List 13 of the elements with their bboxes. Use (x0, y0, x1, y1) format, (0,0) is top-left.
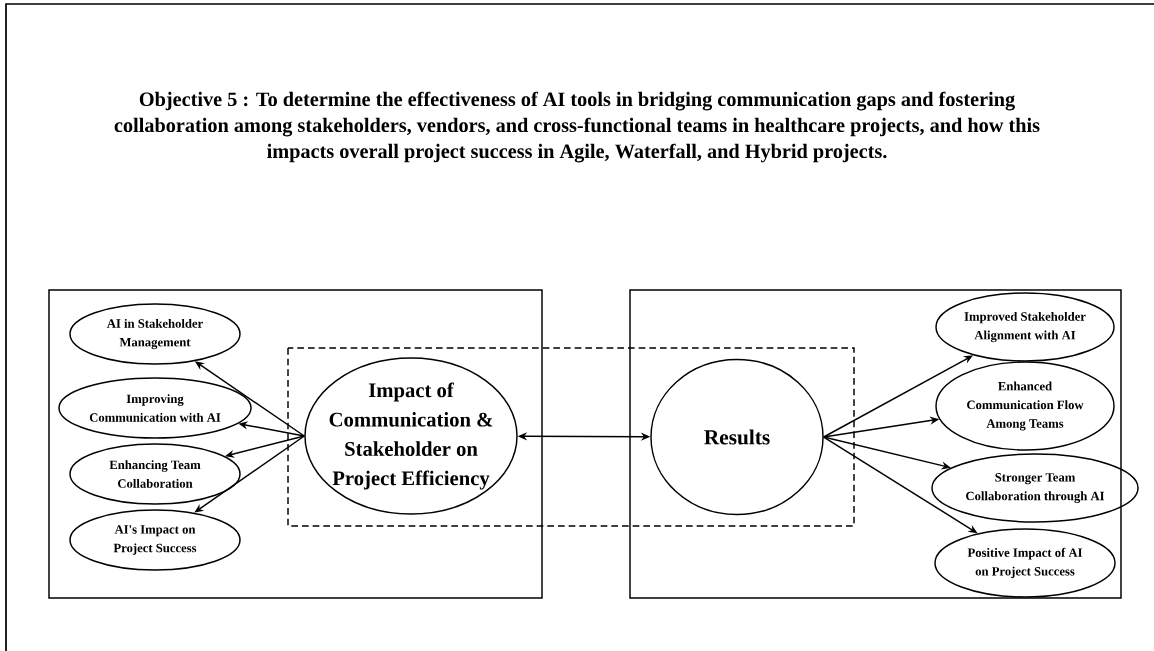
ellipse-node: Stronger Team Collaboration through AI (931, 453, 1139, 523)
ellipse-node: AI's Impact on Project Success (69, 509, 241, 571)
group-box (48, 289, 543, 599)
ellipse-node: Improving Communication with AI (58, 377, 252, 439)
ellipse-node: AI in Stakeholder Management (69, 303, 241, 365)
ellipse-node: Enhanced Communication Flow Among Teams (935, 361, 1115, 451)
title: Objective 5 : To determine the effectiveness of AI tools in bridging communication gaps and fostering collaboration among stakeholders, vendors, and cross-functional teams in healthcare projects, and how this impacts overall project success in Agile, Waterfall, and Hybrid projects. (114, 91, 1040, 163)
ellipse-node: Enhancing Team Collaboration (69, 443, 241, 505)
ellipse-node: Impact of Communication & Stakeholder on Project Efficiency (304, 357, 518, 515)
ellipse-node: Improved Stakeholder Alignment with AI (935, 292, 1115, 362)
ellipse-node: Positive Impact of AI on Project Success (934, 528, 1116, 598)
group-box (629, 289, 1122, 599)
ellipse-node: Results (650, 358, 824, 516)
